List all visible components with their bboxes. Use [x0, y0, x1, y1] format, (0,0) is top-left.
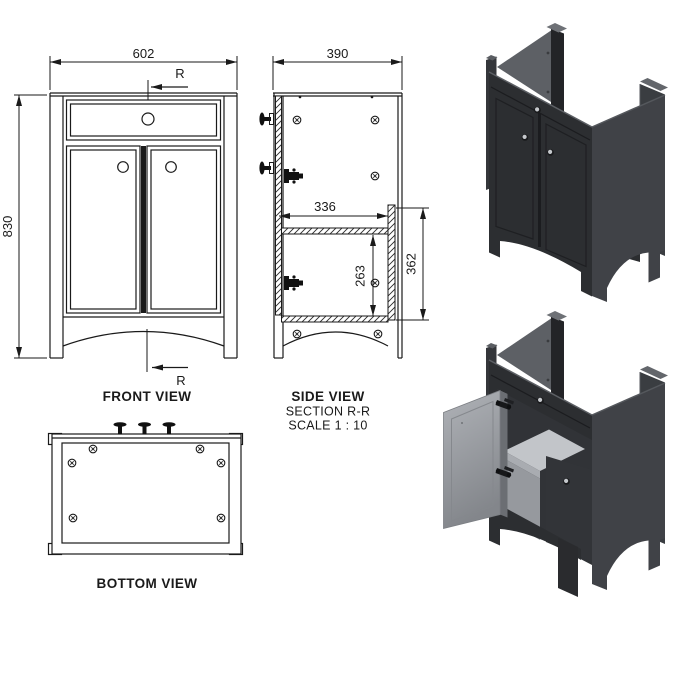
pin-dot: [298, 95, 302, 99]
right-door: [546, 456, 592, 562]
lower-height-dim-text: 362: [404, 253, 419, 275]
sectioned-shelf: [281, 227, 389, 235]
sectioned-door-panel: [275, 95, 282, 316]
side-view: 390 336: [258, 46, 429, 433]
front-doors: [65, 145, 222, 314]
left-door-knob: [117, 161, 129, 173]
interior-shelf: [504, 429, 585, 471]
screw-icon: [292, 115, 302, 125]
right-side-face: [592, 383, 665, 590]
right-door-groove: [545, 123, 587, 268]
right-side-face: [592, 95, 665, 302]
screw-icon: [88, 444, 98, 454]
sectioned-back-panel: [387, 204, 396, 321]
front-apron: [62, 316, 225, 347]
side-view-scale-note: SCALE 1 : 10: [288, 419, 367, 433]
front-height-dimension: 830: [0, 94, 47, 359]
section-marker-top-text: R: [175, 66, 184, 81]
compartment-height-dimension: 263: [353, 235, 376, 316]
side-view-section-title: SECTION R-R: [286, 405, 371, 419]
screw-icon: [370, 278, 380, 288]
iso-view-closed: [486, 23, 668, 302]
bottom-knob-icon: [162, 422, 176, 435]
left-door-groove: [495, 97, 534, 240]
iso-drawer-knob: [534, 106, 541, 114]
screw-icon: [195, 444, 205, 454]
left-panel-inner-face: [497, 318, 551, 390]
sectioned-bottom-rail: [281, 315, 389, 323]
side-outline: [273, 92, 403, 359]
front-left-leg: [489, 507, 500, 546]
right-door-knob: [165, 161, 177, 173]
screw-icon: [67, 458, 77, 468]
shelf-width-dimension: 336: [279, 199, 388, 219]
front-width-dim-text: 602: [133, 46, 155, 61]
screw-icon: [370, 171, 380, 181]
front-view: 602 830 R: [0, 46, 238, 404]
bottom-knob-icon: [138, 422, 151, 435]
front-drawer: [65, 99, 222, 141]
side-view-label: SIDE VIEW: [291, 389, 364, 404]
bottom-view: BOTTOM VIEW: [47, 422, 244, 591]
bottom-panel: [61, 442, 230, 544]
door-divider: [141, 146, 146, 313]
open-door-face: [443, 389, 501, 530]
iso-view-open: [443, 311, 668, 597]
side-apron-arch: [282, 331, 389, 347]
screw-icon: [373, 329, 383, 339]
iso-drawer-knob: [537, 397, 544, 404]
iso-right-door-knob: [547, 149, 554, 156]
bottom-view-label: BOTTOM VIEW: [97, 576, 198, 591]
shelf-width-dim-text: 336: [314, 199, 336, 214]
section-marker-bottom: R: [146, 329, 188, 388]
section-marker-bottom-text: R: [176, 373, 185, 388]
lower-height-dimension: 362: [396, 207, 429, 321]
bottom-knob-icon: [113, 422, 127, 435]
screw-icon: [216, 458, 226, 468]
front-height-dim-text: 830: [0, 216, 15, 238]
open-door-edge: [500, 390, 508, 518]
side-depth-dim-text: 390: [327, 46, 349, 61]
side-depth-dimension: 390: [272, 46, 403, 90]
screw-icon: [216, 513, 226, 523]
hinge-icon: [284, 168, 303, 184]
iso-left-door-knob: [521, 134, 529, 141]
drawer-knob: [141, 112, 155, 126]
side-drawer-knob-icon: [258, 112, 274, 126]
front-view-label: FRONT VIEW: [103, 389, 192, 404]
screw-icon: [68, 513, 78, 523]
front-width-dimension: 602: [49, 46, 238, 90]
screw-icon: [292, 329, 302, 339]
front-cabinet-outline: [49, 92, 238, 359]
back-leg-through-arch: [558, 538, 578, 597]
pin-dot: [370, 95, 374, 99]
compartment-height-dim-text: 263: [353, 265, 368, 287]
left-panel-inner-face: [497, 30, 551, 102]
screw-icon: [370, 115, 380, 125]
hinge-icon: [284, 275, 303, 291]
side-door-knob-icon: [258, 161, 274, 175]
iso-right-door-knob: [563, 478, 570, 485]
